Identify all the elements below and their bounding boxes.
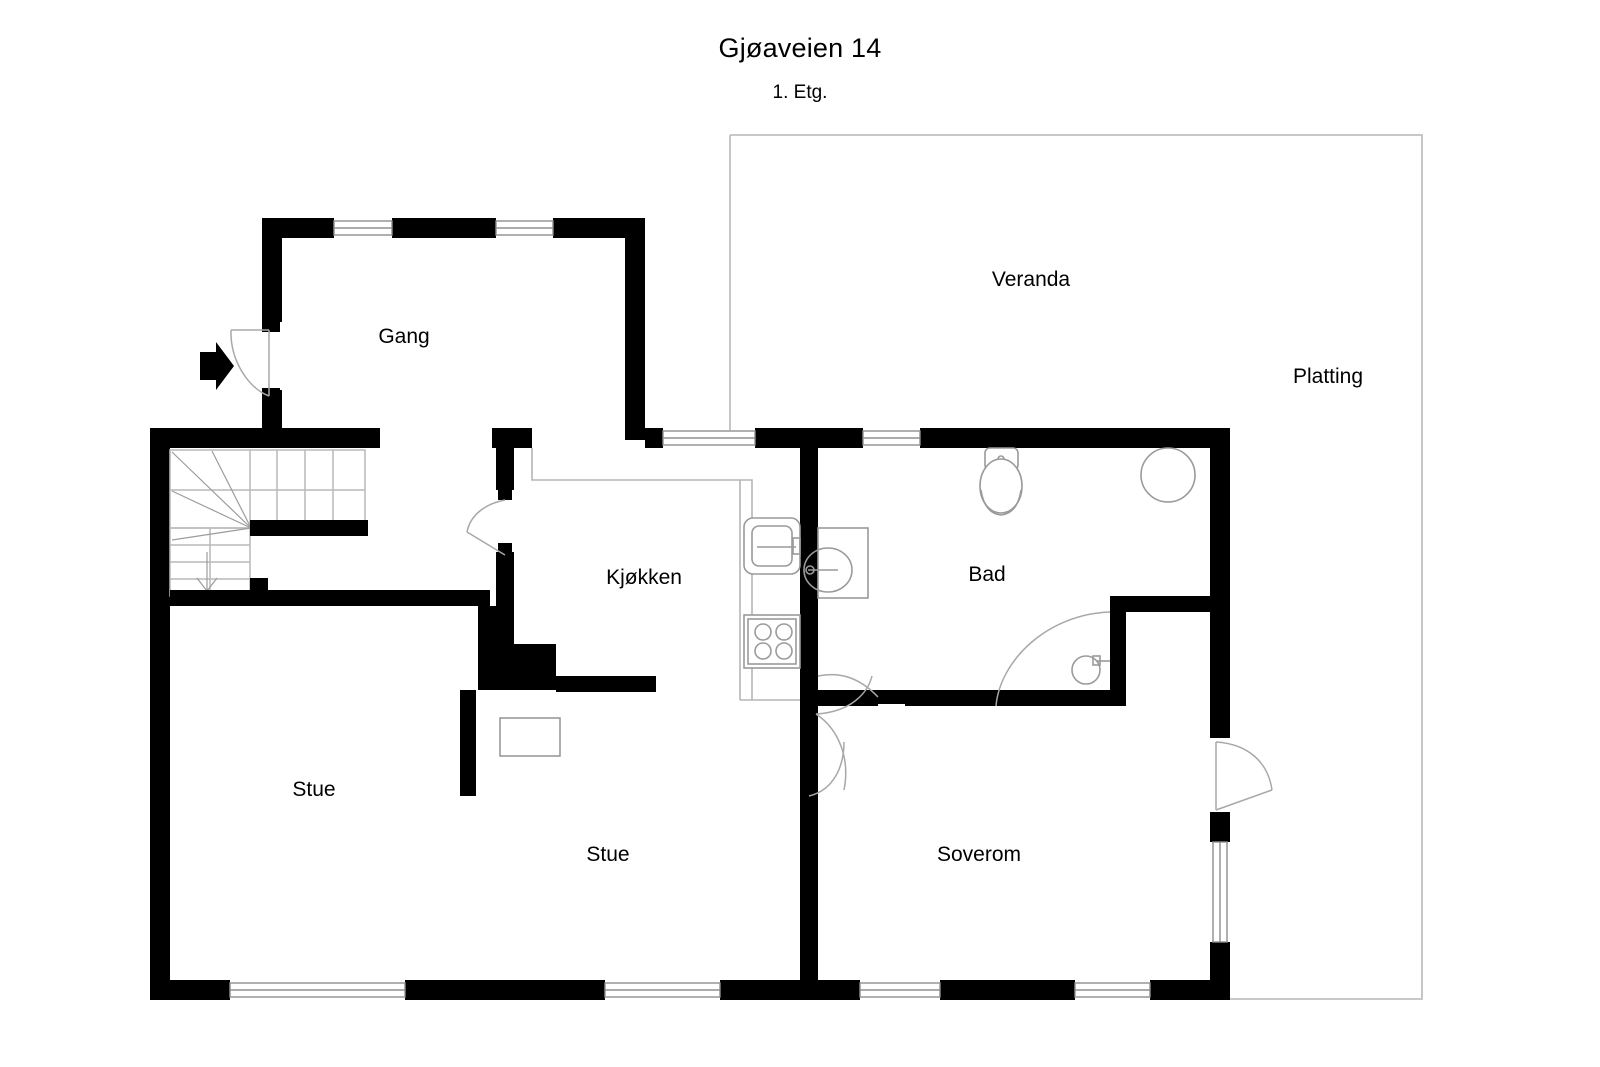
room-label-gang: Gang: [378, 325, 430, 348]
room-label-kjokken: Kjøkken: [606, 566, 682, 589]
page-subtitle: 1. Etg.: [772, 82, 828, 103]
fireplace-hearth: [499, 717, 561, 757]
room-label-stue-1: Stue: [292, 778, 336, 801]
entrance-door[interactable]: [230, 318, 280, 402]
house-outer-walls: [150, 428, 1230, 1000]
staircase[interactable]: [169, 449, 368, 597]
soverom-door[interactable]: [802, 675, 873, 802]
floor-circle-icon: [1140, 447, 1196, 503]
stove-icon: [743, 614, 801, 669]
room-label-bad: Bad: [968, 563, 1006, 586]
room-label-stue-2: Stue: [586, 843, 630, 866]
small-basin-icon: [1071, 655, 1110, 685]
stair-down-arrow-icon: [196, 552, 218, 592]
washbasin-icon: [803, 527, 869, 599]
bad-door[interactable]: [817, 673, 905, 704]
shower-door[interactable]: [995, 611, 1111, 707]
balcony-door[interactable]: [1215, 741, 1273, 811]
toilet-icon: [979, 447, 1023, 516]
kitchen-door[interactable]: [466, 488, 512, 556]
entrance-arrow-icon: [200, 342, 234, 390]
room-label-soverom: Soverom: [936, 843, 1022, 866]
kitchen-sink-icon: [743, 517, 801, 575]
veranda-outline: [729, 134, 1423, 1000]
east-window: [1212, 841, 1228, 943]
room-label-platting: Platting: [1292, 365, 1364, 388]
kitchen-counter: [531, 448, 800, 701]
gang-walls: [262, 218, 645, 440]
page-title: Gjøaveien 14: [718, 33, 882, 63]
interior-walls: [170, 428, 1210, 988]
room-label-veranda: Veranda: [991, 268, 1071, 291]
